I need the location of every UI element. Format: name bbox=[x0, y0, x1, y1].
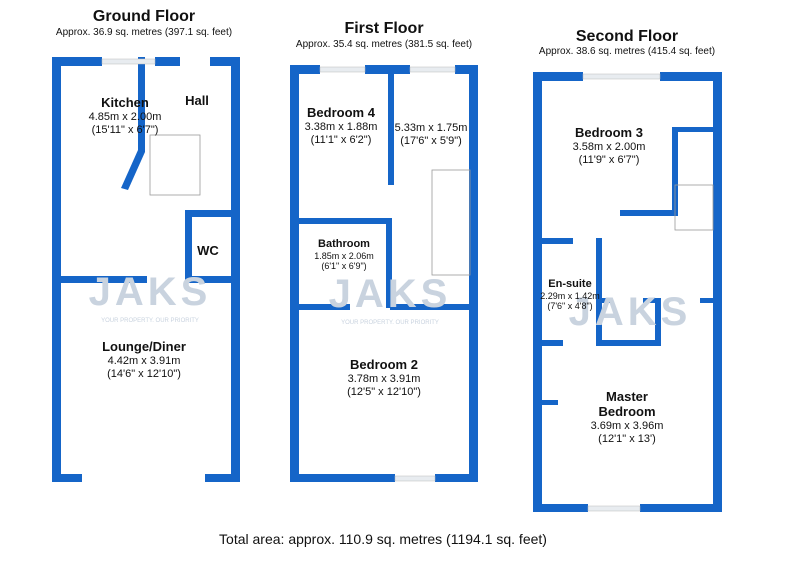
room-metric: 4.42m x 3.91m bbox=[107, 354, 181, 367]
watermark-logo: JAKS bbox=[88, 270, 212, 314]
first-floor-windows bbox=[319, 66, 456, 482]
room-metric: 3.38m x 1.88m bbox=[304, 120, 378, 133]
watermark-tagline: YOUR PROPERTY. OUR PRIORITY bbox=[341, 320, 439, 326]
room-bathroom: Bathroom 1.85m x 2.06m (6'1" x 6'9") bbox=[314, 238, 374, 271]
stairs bbox=[149, 134, 714, 276]
room-imperial: (12'5" x 12'10") bbox=[347, 385, 421, 398]
second-floor-walls bbox=[533, 72, 722, 512]
watermark-logo: JAKS bbox=[328, 272, 452, 316]
room-metric: 1.85m x 2.06m bbox=[314, 250, 374, 261]
ground-floor-window bbox=[101, 58, 156, 65]
room-name: Master Bedroom bbox=[598, 389, 656, 419]
room-name: Lounge/Diner bbox=[102, 339, 186, 354]
room-imperial: (11'9" x 6'7") bbox=[578, 153, 640, 166]
room-metric: 5.33m x 1.75m bbox=[394, 122, 468, 134]
room-metric: 3.69m x 3.96m bbox=[590, 419, 664, 432]
room-imperial: (15'11" x 6'7") bbox=[91, 123, 159, 136]
room-name: En-suite bbox=[548, 278, 592, 290]
room-metric: 2.29m x 1.42m bbox=[540, 290, 600, 301]
second-floor-windows bbox=[582, 73, 661, 512]
floor-title: Ground Floor bbox=[92, 8, 196, 25]
floor-area: Approx. 36.9 sq. metres (397.1 sq. feet) bbox=[55, 27, 233, 38]
room-wc: WC bbox=[197, 243, 219, 258]
room-imperial: (7'6" x 4'8") bbox=[547, 300, 593, 311]
floor-area: Approx. 35.4 sq. metres (381.5 sq. feet) bbox=[295, 39, 473, 50]
floor-title: First Floor bbox=[344, 20, 424, 37]
floor-area: Approx. 38.6 sq. metres (415.4 sq. feet) bbox=[538, 46, 716, 57]
room-imperial: (17'6" x 5'9") bbox=[400, 134, 462, 147]
first-floor-walls bbox=[290, 65, 478, 482]
room-name: Bedroom 4 bbox=[307, 105, 375, 120]
room-master-bedroom: Master Bedroom 3.69m x 3.96m (12'1" x 13… bbox=[582, 389, 672, 445]
room-kitchen: Kitchen 4.85m x 2.00m (15'11" x 6'7") bbox=[88, 95, 162, 136]
room-metric: 3.78m x 3.91m bbox=[347, 372, 421, 385]
room-bedroom-4: Bedroom 4 3.38m x 1.88m (11'1" x 6'2") bbox=[304, 105, 378, 146]
room-bedroom-2: Bedroom 2 3.78m x 3.91m (12'5" x 12'10") bbox=[347, 357, 421, 398]
room-name: Bedroom 3 bbox=[575, 125, 643, 140]
room-en-suite: En-suite 2.29m x 1.42m (7'6" x 4'8") bbox=[540, 278, 600, 311]
room-landing: 5.33m x 1.75m (17'6" x 5'9") bbox=[395, 122, 468, 147]
floor-title: Second Floor bbox=[575, 28, 679, 45]
room-name: Kitchen bbox=[101, 95, 149, 110]
room-name: Bedroom 2 bbox=[350, 357, 418, 372]
room-lounge-diner: Lounge/Diner 4.42m x 3.91m (14'6" x 12'1… bbox=[102, 339, 186, 380]
watermark-tagline: YOUR PROPERTY. OUR PRIORITY bbox=[101, 318, 199, 324]
room-imperial: (6'1" x 6'9") bbox=[321, 260, 367, 271]
room-metric: 4.85m x 2.00m bbox=[88, 110, 162, 123]
ground-floor-walls bbox=[52, 57, 240, 482]
total-area: Total area: approx. 110.9 sq. metres (11… bbox=[219, 531, 547, 547]
room-metric: 3.58m x 2.00m bbox=[572, 140, 646, 153]
watermark-logo: JAKS bbox=[568, 290, 692, 334]
room-hall: Hall bbox=[185, 93, 209, 108]
room-imperial: (11'1" x 6'2") bbox=[310, 133, 372, 146]
room-bedroom-3: Bedroom 3 3.58m x 2.00m (11'9" x 6'7") bbox=[572, 125, 646, 166]
room-name: Bathroom bbox=[318, 238, 370, 250]
room-imperial: (14'6" x 12'10") bbox=[107, 367, 181, 380]
room-imperial: (12'1" x 13') bbox=[598, 432, 656, 445]
